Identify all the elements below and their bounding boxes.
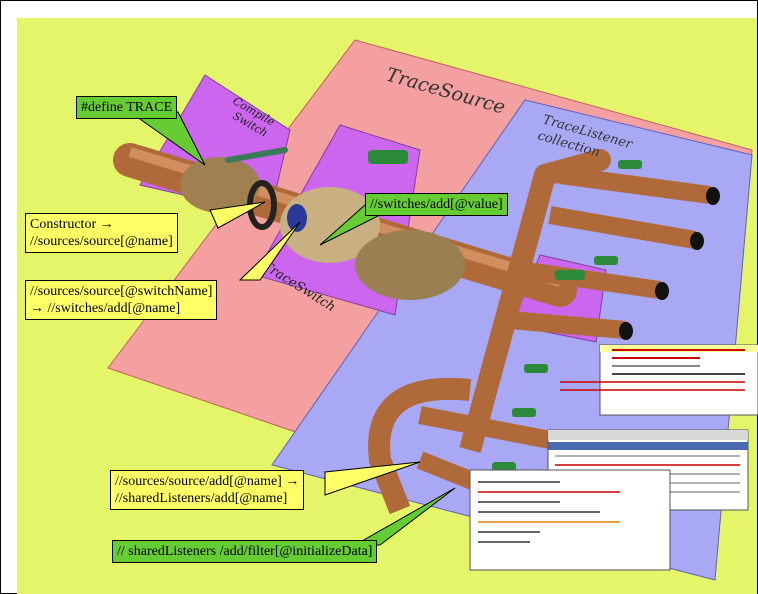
constructor-text-line2: //sources/source[@name] <box>30 233 173 250</box>
listener-name-text-line1: //sources/source/add[@name] → <box>115 473 299 490</box>
constructor-text-line1: Constructor → <box>30 216 173 233</box>
listener-name-callout: //sources/source/add[@name] → //sharedLi… <box>110 470 304 510</box>
define-trace-text: #define TRACE <box>81 100 172 115</box>
filter-callout: // sharedListeners /add/filter[@initiali… <box>112 540 377 563</box>
switches-value-callout: //switches/add[@value] <box>365 193 508 216</box>
listener-name-text-line2: //sharedListeners/add[@name] <box>115 490 299 507</box>
define-trace-callout: #define TRACE <box>76 96 177 119</box>
filter-text: // sharedListeners /add/filter[@initiali… <box>117 544 372 559</box>
switch-name-text-line2: → //switches/add[@name] <box>30 300 212 317</box>
switch-name-callout: //sources/source[@switchName] → //switch… <box>25 280 217 320</box>
switches-value-text: //switches/add[@value] <box>370 197 503 212</box>
switch-name-text-line1: //sources/source[@switchName] <box>30 283 212 300</box>
constructor-callout: Constructor → //sources/source[@name] <box>25 213 178 253</box>
